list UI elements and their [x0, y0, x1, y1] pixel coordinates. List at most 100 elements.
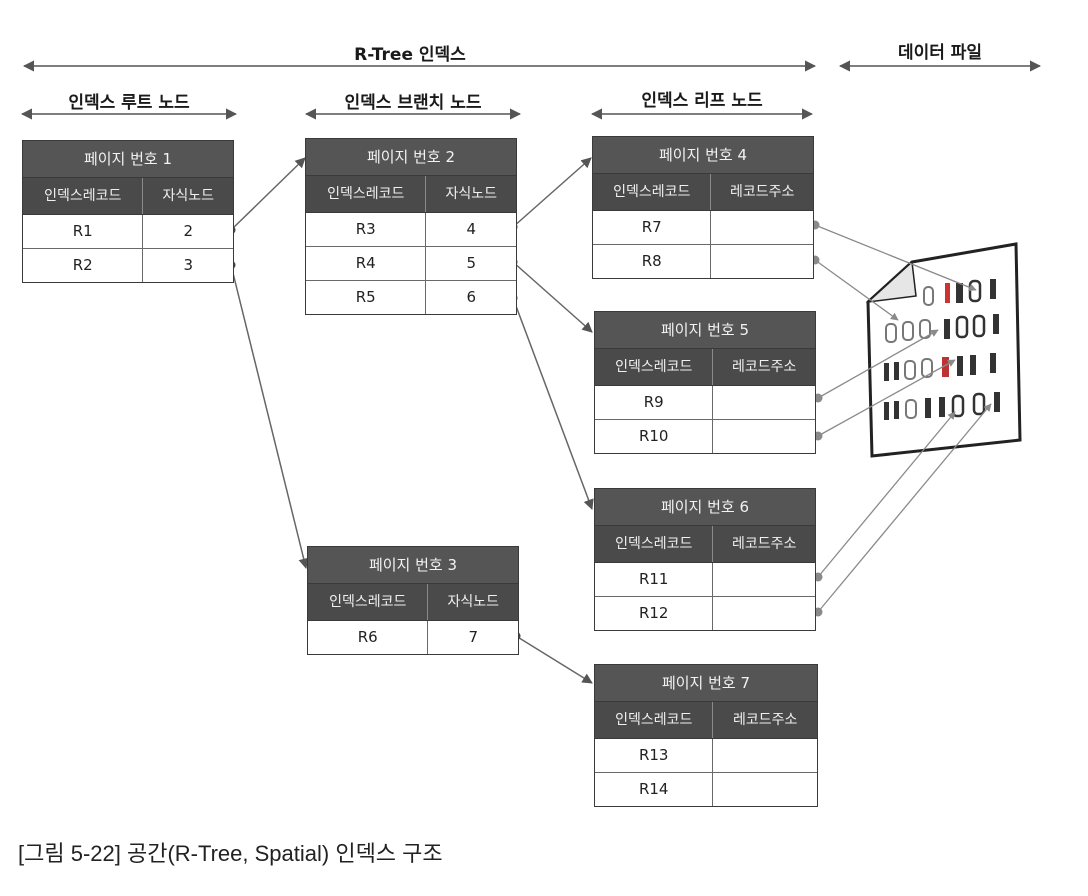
page-3-node: 페이지 번호 3 인덱스레코드 자식노드 R6 7: [307, 546, 519, 655]
branch-node-label: 인덱스 브랜치 노드: [344, 93, 482, 113]
record-address: [711, 245, 813, 278]
record-key: R4: [306, 247, 427, 280]
pointer-r2-page3: [230, 264, 309, 570]
record-address: [711, 211, 813, 244]
table-row: R11: [595, 563, 815, 597]
table-row: R2 3: [23, 249, 233, 282]
record-key: R11: [595, 563, 714, 596]
child-page: 4: [466, 220, 476, 238]
child-page: 3: [183, 256, 193, 274]
column-record-address: 레코드주소: [733, 712, 798, 728]
column-index-record: 인덱스레코드: [306, 176, 427, 212]
child-page: 5: [466, 254, 476, 272]
pointer-r8: [814, 259, 899, 321]
page-7-node: 페이지 번호 7 인덱스레코드 레코드주소 R13 R14: [594, 664, 818, 807]
column-header: 인덱스레코드 레코드주소: [595, 349, 815, 386]
page-title: 페이지 번호 3: [308, 547, 518, 584]
page-title: 페이지 번호 4: [593, 137, 813, 174]
record-key: R5: [306, 281, 427, 314]
column-header: 인덱스레코드 자식노드: [306, 176, 516, 213]
table-row: R10: [595, 420, 815, 453]
record-key: R2: [23, 249, 144, 282]
column-index-record: 인덱스레코드: [308, 584, 429, 620]
rtree-index-label: R-Tree 인덱스: [354, 45, 466, 65]
data-file-sheet: [865, 242, 1022, 458]
column-header: 인덱스레코드 레코드주소: [595, 526, 815, 563]
pointer-r3-page4: [512, 157, 592, 228]
column-child-node: 자식노드: [162, 188, 214, 204]
page-4-node: 페이지 번호 4 인덱스레코드 레코드주소 R7 R8: [592, 136, 814, 279]
record-address-pointers: [814, 224, 992, 613]
column-header: 인덱스레코드 자식노드: [308, 584, 518, 621]
pointer-r4-page5: [512, 261, 593, 333]
leaf-node-label: 인덱스 리프 노드: [641, 91, 763, 111]
record-key: R9: [595, 386, 714, 419]
page-title: 페이지 번호 5: [595, 312, 815, 349]
record-address: [713, 386, 815, 419]
pointer-r10: [817, 359, 956, 437]
record-address: [713, 563, 815, 596]
page-6-node: 페이지 번호 6 인덱스레코드 레코드주소 R11 R12: [594, 488, 816, 631]
column-header: 인덱스레코드 자식노드: [23, 178, 233, 215]
record-address: [713, 773, 817, 806]
record-key: R12: [595, 597, 714, 630]
column-header: 인덱스레코드 레코드주소: [593, 174, 813, 211]
column-record-address: 레코드주소: [730, 184, 795, 200]
pointer-r7: [814, 224, 977, 291]
page-2-node: 페이지 번호 2 인덱스레코드 자식노드 R3 4 R4 5 R5 6: [305, 138, 517, 315]
table-row: R3 4: [306, 213, 516, 247]
record-key: R10: [595, 420, 714, 453]
column-child-node: 자식노드: [445, 186, 497, 202]
column-record-address: 레코드주소: [732, 359, 797, 375]
pointer-r11: [817, 411, 956, 578]
page-title: 페이지 번호 7: [595, 665, 817, 702]
root-node-label: 인덱스 루트 노드: [68, 93, 190, 113]
table-row: R12: [595, 597, 815, 630]
pointer-r12: [817, 403, 992, 613]
table-row: R7: [593, 211, 813, 245]
column-child-node: 자식노드: [447, 594, 499, 610]
child-page: 6: [466, 288, 476, 306]
pointer-r5-page6: [512, 297, 594, 510]
column-index-record: 인덱스레코드: [595, 702, 714, 738]
record-address: [713, 597, 815, 630]
pointer-r6-page7: [515, 635, 593, 684]
record-key: R14: [595, 773, 714, 806]
table-row: R8: [593, 245, 813, 278]
record-address: [713, 420, 815, 453]
data-file-label: 데이터 파일: [897, 43, 983, 63]
column-index-record: 인덱스레코드: [595, 349, 714, 385]
table-row: R5 6: [306, 281, 516, 314]
page-title: 페이지 번호 1: [23, 141, 233, 178]
table-row: R14: [595, 773, 817, 806]
pointer-r1-page2: [230, 157, 306, 231]
record-address: [713, 739, 817, 772]
page-title: 페이지 번호 2: [306, 139, 516, 176]
column-record-address: 레코드주소: [732, 536, 797, 552]
table-row: R6 7: [308, 621, 518, 654]
record-key: R7: [593, 211, 712, 244]
page-title: 페이지 번호 6: [595, 489, 815, 526]
record-key: R13: [595, 739, 714, 772]
record-key: R3: [306, 213, 427, 246]
pointer-r9: [817, 329, 939, 399]
record-key: R1: [23, 215, 144, 248]
page-1-node: 페이지 번호 1 인덱스레코드 자식노드 R1 2 R2 3: [22, 140, 234, 283]
child-page: 7: [468, 628, 478, 646]
child-page: 2: [183, 222, 193, 240]
table-row: R13: [595, 739, 817, 773]
column-header: 인덱스레코드 레코드주소: [595, 702, 817, 739]
column-index-record: 인덱스레코드: [23, 178, 144, 214]
record-key: R6: [308, 621, 429, 654]
table-row: R1 2: [23, 215, 233, 249]
tree-pointers: [230, 157, 594, 684]
table-row: R9: [595, 386, 815, 420]
figure-caption: [그림 5-22] 공간(R-Tree, Spatial) 인덱스 구조: [18, 841, 443, 866]
record-key: R8: [593, 245, 712, 278]
page-5-node: 페이지 번호 5 인덱스레코드 레코드주소 R9 R10: [594, 311, 816, 454]
table-row: R4 5: [306, 247, 516, 281]
data-records: [884, 279, 1000, 420]
column-index-record: 인덱스레코드: [595, 526, 714, 562]
column-index-record: 인덱스레코드: [593, 174, 712, 210]
